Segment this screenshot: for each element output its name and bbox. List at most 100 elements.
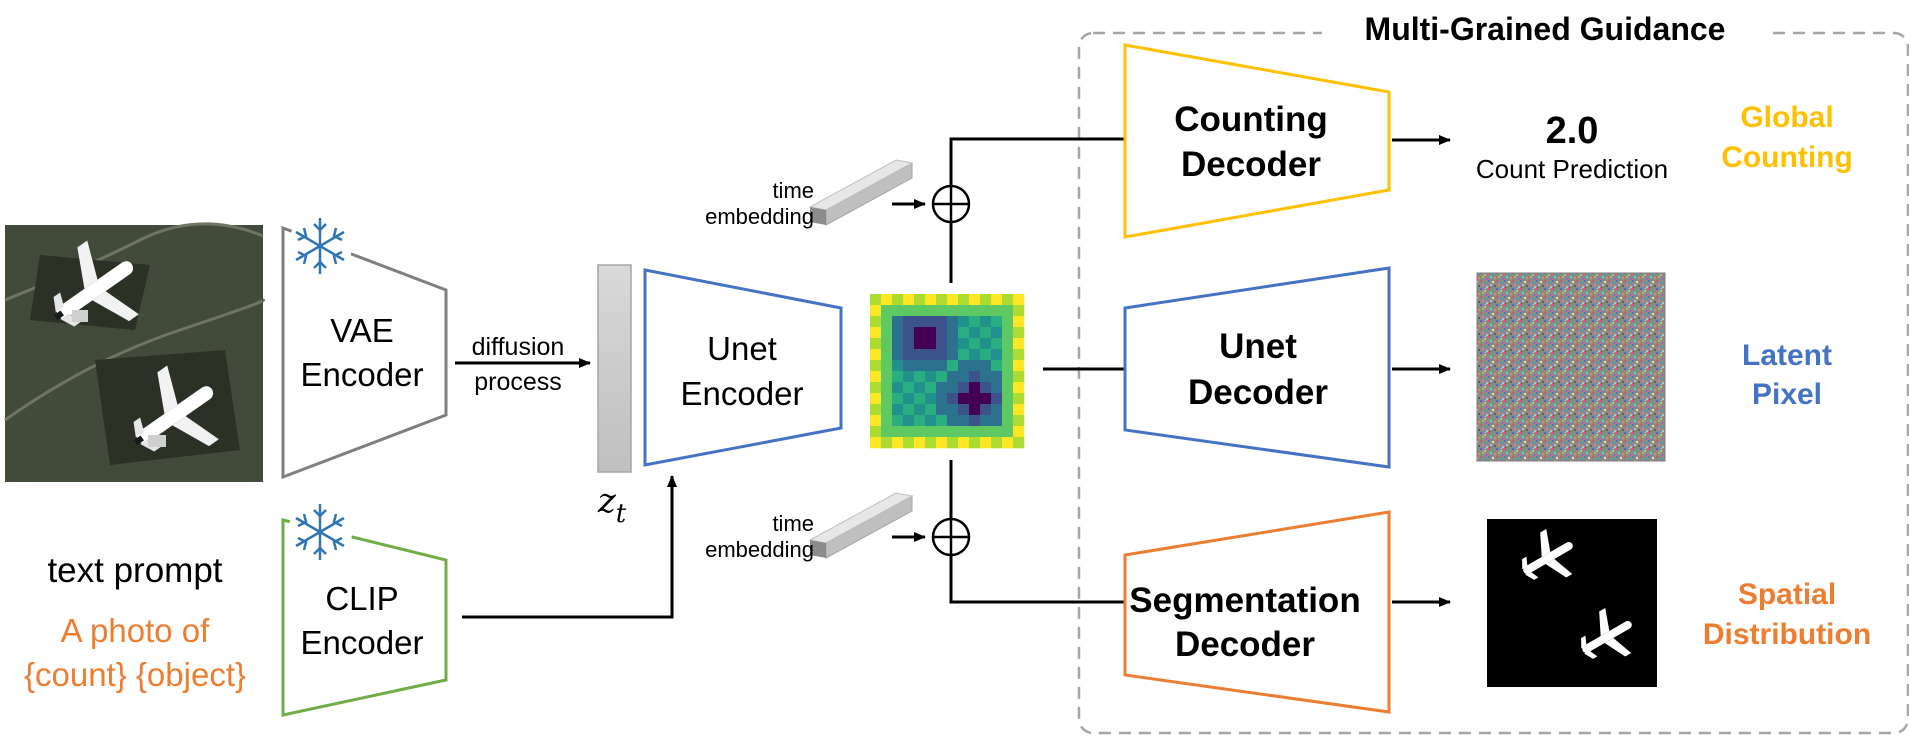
- heatmap-cell: [991, 338, 1003, 350]
- heatmap-cell: [914, 415, 926, 427]
- heatmap-cell: [870, 415, 882, 427]
- heatmap-cell: [881, 349, 893, 361]
- heatmap-cell: [936, 382, 948, 394]
- heatmap-cell: [991, 294, 1003, 306]
- text-prompt-label: text prompt: [47, 551, 222, 590]
- time-embedding-bottom-line1: time: [772, 511, 814, 536]
- segmentation-decoder-line2: Decoder: [1175, 625, 1315, 664]
- heatmap-cell: [914, 338, 926, 350]
- heatmap-cell: [947, 415, 959, 427]
- heatmap-cell: [980, 316, 992, 328]
- heatmap-cell: [958, 426, 970, 438]
- spatial-label-line1: Spatial: [1738, 578, 1836, 611]
- heatmap-cell: [892, 360, 904, 372]
- heatmap-cell: [1013, 294, 1025, 306]
- heatmap-cell: [903, 305, 915, 317]
- prompt-line-1: A photo of: [61, 612, 210, 649]
- heatmap-cell: [925, 360, 937, 372]
- heatmap-cell: [1013, 426, 1025, 438]
- heatmap-cell: [903, 294, 915, 306]
- heatmap-cell: [980, 393, 992, 405]
- heatmap-cell: [892, 294, 904, 306]
- heatmap-cell: [947, 360, 959, 372]
- heatmap-cell: [1002, 327, 1014, 339]
- heatmap-cell: [991, 415, 1003, 427]
- clip-to-unet-arrow: [462, 475, 677, 619]
- heatmap-cell: [991, 316, 1003, 328]
- heatmap-cell: [870, 327, 882, 339]
- heatmap-cell: [969, 426, 981, 438]
- heatmap-cell: [936, 437, 948, 449]
- heatmap-cell: [870, 393, 882, 405]
- clip-encoder-line1: CLIP: [325, 580, 398, 617]
- heatmap-cell: [914, 437, 926, 449]
- heatmap-cell: [980, 382, 992, 394]
- heatmap-cell: [969, 393, 981, 405]
- heatmap-cell: [870, 316, 882, 328]
- latent-label-line1: Latent: [1742, 339, 1832, 372]
- heatmap-cell: [991, 305, 1003, 317]
- heatmap-cell: [925, 349, 937, 361]
- heatmap-cell: [892, 437, 904, 449]
- unet-decoder-line2: Decoder: [1188, 373, 1328, 412]
- heatmap-cell: [958, 415, 970, 427]
- heatmap-cell: [1013, 437, 1025, 449]
- heatmap-cell: [936, 316, 948, 328]
- count-prediction-label: Count Prediction: [1476, 154, 1668, 184]
- heatmap-cell: [870, 360, 882, 372]
- clip-encoder-line2: Encoder: [301, 624, 424, 661]
- heatmap-cell: [925, 305, 937, 317]
- heatmap-cell: [958, 437, 970, 449]
- heatmap-cell: [969, 327, 981, 339]
- count-value: 2.0: [1546, 110, 1599, 152]
- heatmap-cell: [980, 404, 992, 416]
- heatmap-cell: [903, 437, 915, 449]
- heatmap-cell: [881, 294, 893, 306]
- heatmap-cell: [903, 426, 915, 438]
- heatmap-cell: [914, 327, 926, 339]
- heatmap-cell: [925, 404, 937, 416]
- heatmap-cell: [991, 426, 1003, 438]
- heatmap-cell: [958, 393, 970, 405]
- heatmap-cell: [991, 349, 1003, 361]
- heatmap-cell: [881, 338, 893, 350]
- heatmap-cell: [947, 327, 959, 339]
- heatmap-cell: [936, 360, 948, 372]
- heatmap-cell: [1013, 360, 1025, 372]
- heatmap-cell: [936, 349, 948, 361]
- heatmap-cell: [1002, 382, 1014, 394]
- time-embedding-top-bar: [808, 159, 914, 226]
- heatmap-cell: [903, 349, 915, 361]
- heatmap-cell: [914, 305, 926, 317]
- heatmap-cell: [958, 338, 970, 350]
- heatmap-cell: [947, 393, 959, 405]
- counting-decoder-shape: [1123, 43, 1391, 239]
- heatmap-cell: [969, 360, 981, 372]
- heatmap-cell: [881, 382, 893, 394]
- segmentation-decoder-line1: Segmentation: [1129, 581, 1360, 620]
- heatmap-cell: [881, 360, 893, 372]
- heatmap-cell: [947, 316, 959, 328]
- heatmap-cell: [958, 305, 970, 317]
- heatmap-cell: [881, 305, 893, 317]
- heatmap-cell: [969, 437, 981, 449]
- heatmap-cell: [870, 371, 882, 383]
- heatmap-cell: [892, 316, 904, 328]
- time-embedding-bottom-bar: [808, 492, 914, 559]
- heatmap-cell: [958, 382, 970, 394]
- heatmap-cell: [991, 393, 1003, 405]
- heatmap-cell: [947, 437, 959, 449]
- heatmap-cell: [991, 371, 1003, 383]
- unet-encoder-line2: Encoder: [681, 375, 804, 412]
- heatmap-cell: [881, 415, 893, 427]
- spatial-label-line2: Distribution: [1703, 618, 1871, 651]
- heatmap-cell: [892, 426, 904, 438]
- heatmap-cell: [881, 404, 893, 416]
- heatmap-cell: [892, 415, 904, 427]
- heatmap-cell: [925, 426, 937, 438]
- snowflake-icon: [288, 214, 352, 278]
- heatmap-cell: [947, 305, 959, 317]
- heatmap-cell: [1013, 305, 1025, 317]
- heatmap-cell: [925, 393, 937, 405]
